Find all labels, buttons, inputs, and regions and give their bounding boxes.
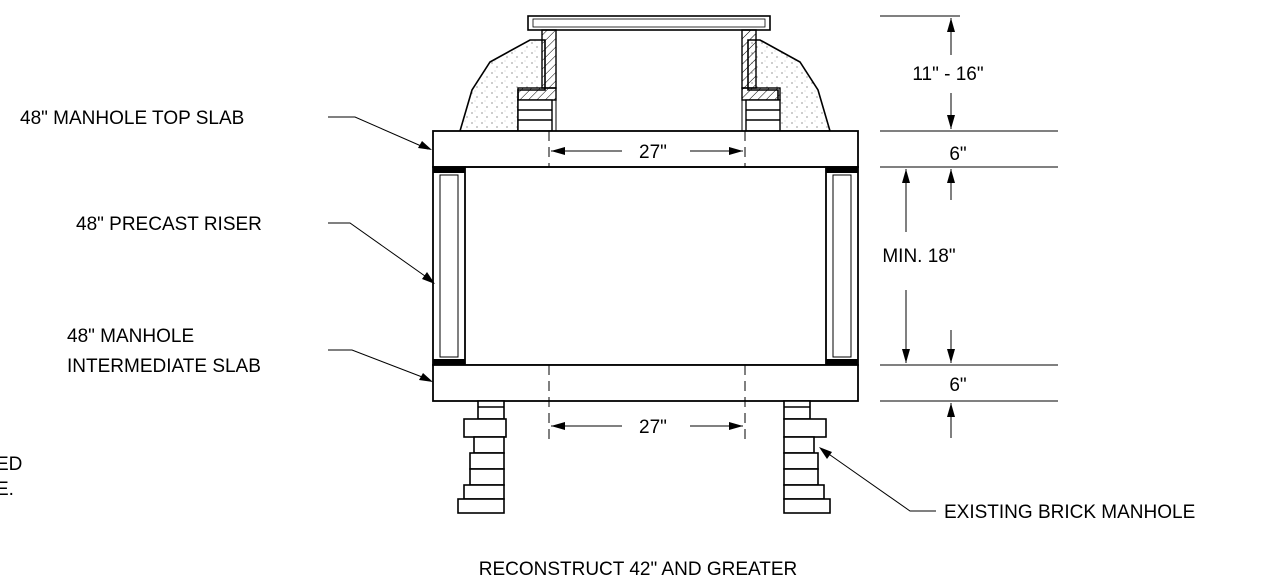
frame-assembly <box>458 15 832 132</box>
opening-centerlines <box>548 131 746 440</box>
intermediate-slab-thickness-label: 6" <box>949 375 966 396</box>
drawing-caption: RECONSTRUCT 42" AND GREATER <box>479 559 798 577</box>
intermediate-label-line1: 48" MANHOLE <box>67 326 194 347</box>
upper-opening-dimension: 27" <box>551 142 743 163</box>
riser-label: 48" PRECAST RISER <box>76 214 262 235</box>
upper-opening-label: 27" <box>639 142 667 163</box>
left-fragment-1: ED <box>0 454 22 475</box>
existing-manhole-label: EXISTING BRICK MANHOLE <box>944 502 1195 523</box>
callout-existing-manhole: EXISTING BRICK MANHOLE <box>819 447 1195 523</box>
intermediate-slab <box>432 364 859 402</box>
adjusting-ring-right <box>745 99 781 132</box>
lower-opening-label: 27" <box>639 417 667 438</box>
adjusting-ring-left <box>517 99 553 132</box>
existing-brick-left <box>457 400 507 514</box>
intermediate-label-line2: INTERMEDIATE SLAB <box>67 356 261 377</box>
frame-height-label: 11" - 16" <box>912 64 983 85</box>
vertical-dimensions: 11" - 16" 6" MIN. 18" 6" <box>880 15 1058 438</box>
frame-flange <box>527 15 771 31</box>
existing-brick-right <box>783 400 831 514</box>
callout-intermediate-slab: 48" MANHOLE INTERMEDIATE SLAB <box>67 326 433 382</box>
precast-riser <box>432 166 859 366</box>
riser-height-label: MIN. 18" <box>882 246 955 267</box>
top-slab-thickness-label: 6" <box>949 144 966 165</box>
left-fragment-2: E. <box>0 479 14 500</box>
callout-riser: 48" PRECAST RISER <box>76 214 435 284</box>
lower-opening-dimension: 27" <box>551 417 743 438</box>
frame-wall-left <box>541 29 557 89</box>
top-slab <box>432 130 859 168</box>
callout-top-slab: 48" MANHOLE TOP SLAB <box>20 108 432 150</box>
top-slab-label: 48" MANHOLE TOP SLAB <box>20 108 244 129</box>
frame-wall-right <box>741 29 757 89</box>
